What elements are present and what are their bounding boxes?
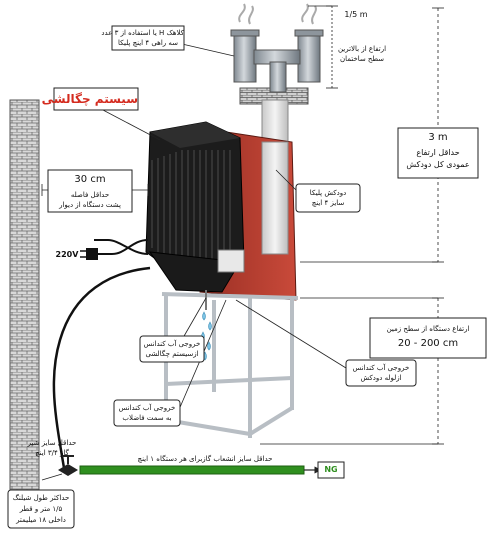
hose-box	[7, 489, 75, 529]
hose-line2: ۱/۵ متر و قطر	[19, 505, 63, 513]
hose-line1: حداکثر طول شیلنگ	[12, 494, 70, 502]
roof-height-value: 1/5 m	[344, 10, 368, 19]
ng-box	[317, 461, 345, 479]
chimney-cap-line2: سه راهی ۴ اینچ پلیکا	[117, 39, 179, 47]
ng-label: NG	[324, 465, 338, 474]
brick-wall-icon	[9, 99, 40, 529]
system-title: سیستم چگالشی	[41, 92, 138, 106]
condensate-flue-line2: ازلوله دودکش	[360, 374, 402, 382]
total-height-line1: حداقل ارتفاع	[416, 148, 460, 157]
condensate-system-line1: خروجی آب کندانس	[143, 340, 201, 348]
hose-line3: داخلی ۱۸ میلیمتر	[16, 516, 66, 524]
chimney-cap-icon	[230, 3, 324, 93]
valve-line2: گاز ۳/۴ اینچ	[35, 449, 69, 457]
roof-height-line2: سطح ساختمان	[339, 55, 385, 63]
gas-branch-note: حداقل سایز انشعاب گازبرای هر دستگاه ۱ ای…	[137, 455, 273, 463]
wall-distance-line2: پشت دستگاه از دیوار	[59, 201, 121, 209]
condensate-flue-line1: خروجی آب کندانس	[352, 364, 410, 372]
total-height-value: 3 m	[428, 132, 448, 143]
wall-distance-box	[47, 169, 133, 213]
gas-pipe	[79, 465, 305, 475]
flue-pipe-line1: دودکش پلیکا	[309, 189, 347, 197]
condensate-flue-box	[345, 359, 417, 387]
flue-pipe-line2: سایز ۴ اینچ	[311, 199, 345, 207]
stand-frame	[161, 292, 299, 438]
condensate-system-line2: ازسیستم چگالشی	[145, 350, 199, 358]
chimney-cap-box	[111, 25, 185, 51]
gas-valve-icon	[58, 455, 78, 476]
total-height-line2: عمودی کل دودکش	[406, 160, 470, 169]
condensate-drain-line2: به سمت فاضلاب	[122, 414, 172, 422]
wall-distance-value: 30 cm	[74, 174, 106, 185]
roof-height-line1: ارتفاع از بالاترین	[337, 45, 387, 53]
chimney-cap-line1: کلاهک H یا استفاده از ۳ عدد	[101, 29, 184, 37]
gas-hose	[52, 266, 151, 469]
title-box	[53, 87, 139, 111]
floor-height-line1: ارتفاع دستگاه از سطح زمین	[386, 325, 470, 333]
radiator-fins	[151, 150, 231, 262]
floor-height-value: 20 - 200 cm	[397, 338, 459, 349]
wall-distance-line1: حداقل فاصله	[70, 191, 110, 199]
condensate-drain-line1: خروجی آب کندانس	[118, 404, 176, 412]
valve-line1: حداقل سایز شیر	[27, 439, 77, 447]
total-height-box	[397, 127, 479, 179]
condensate-drain-box	[113, 399, 181, 427]
floor-height-box	[369, 317, 487, 359]
voltage-label: 220V	[55, 250, 79, 259]
power-plug-icon	[80, 239, 149, 260]
flue-pipe-box	[295, 183, 361, 213]
condensate-system-box	[139, 335, 205, 363]
